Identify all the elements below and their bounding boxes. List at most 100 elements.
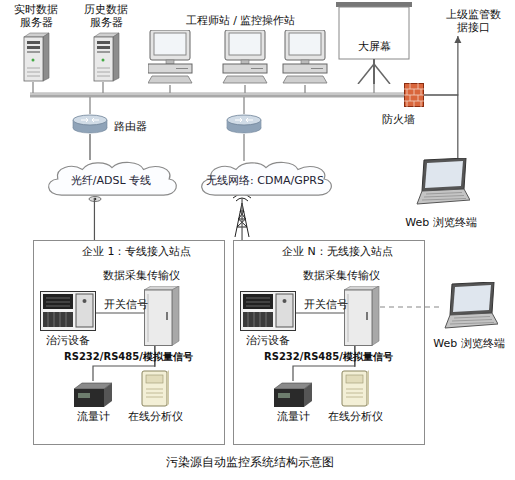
graphic-part (97, 72, 110, 73)
node-label: Web 浏览终端 (405, 216, 476, 229)
connector (380, 307, 440, 308)
graphic-part (283, 76, 327, 83)
graphic-part (223, 76, 267, 83)
graphic-part (97, 68, 110, 69)
graphic-part (72, 114, 108, 134)
arrow-head (454, 36, 461, 43)
graphic-part (246, 298, 270, 306)
graphic-part (450, 282, 494, 315)
graphic-part (425, 161, 463, 188)
signal-label: 开关信号 (104, 298, 148, 311)
graphic-part (244, 85, 246, 93)
graphic-part (73, 115, 107, 125)
graphic-part (311, 68, 323, 69)
graphic-part (342, 371, 367, 406)
connector-line (424, 36, 458, 95)
graphic-part (346, 375, 363, 383)
node-label: 上级监管数据接口 (445, 8, 501, 34)
node-label: 路由器 (114, 120, 147, 133)
node-label: 无线网络: CDMA/GPRS (195, 174, 335, 187)
analyzer-symbol: 在线分析仪 (140, 367, 170, 407)
graphic-part (27, 68, 40, 69)
graphic-part (243, 134, 245, 161)
graphic-part (148, 64, 192, 73)
bus-highlight (30, 93, 404, 95)
graphic-part (229, 33, 261, 55)
graphic-part (48, 312, 66, 327)
graphic-part (46, 298, 70, 306)
router-symbol: 路由器 (72, 114, 108, 134)
node-label: 工程师站 / 监控操作站 (148, 14, 333, 27)
workstation-group: 工程师站 / 监控操作站 (148, 30, 333, 85)
graphic-part (243, 312, 273, 327)
treatment-equipment: 治污设备 (40, 291, 96, 331)
graphic-part (113, 33, 119, 81)
graphic-part (344, 286, 380, 346)
flowmeter-symbol: 流量计 (274, 381, 312, 407)
graphic-part (241, 292, 296, 331)
connector (424, 36, 461, 95)
graphic-part (274, 389, 304, 407)
graphic-part (358, 64, 374, 84)
graphic-part (237, 211, 247, 227)
graphic-part (94, 198, 97, 201)
node-label: 企业 N：无线接入站点 (282, 245, 393, 258)
graphic-part (89, 97, 91, 114)
graphic-part (440, 282, 498, 332)
graphic-part (43, 294, 73, 309)
graphic-part (240, 291, 296, 331)
connector (94, 198, 95, 240)
graphic-part (97, 51, 110, 53)
graphic-part (241, 60, 249, 64)
router-symbol (227, 115, 261, 133)
web-terminal: Web 浏览终端 (412, 158, 470, 208)
graphic-part (278, 393, 290, 398)
connector-line (96, 312, 144, 313)
graphic-part (225, 30, 265, 60)
graphic-part (43, 33, 49, 81)
node-label: 历史数据服务器 (82, 3, 130, 29)
graphic-part (27, 41, 40, 44)
graphic-part (374, 64, 390, 84)
node-label: 实时数据服务器 (12, 3, 60, 29)
graphic-part (140, 367, 170, 407)
graphic-part (146, 375, 163, 383)
graphic-part (235, 203, 249, 237)
graphic-part (304, 383, 312, 407)
graphic-part (223, 30, 267, 83)
graphic-part (336, 2, 412, 7)
graphic-part (405, 84, 424, 107)
graphic-part (373, 59, 375, 84)
graphic-part (148, 76, 192, 83)
graphic-part (32, 59, 35, 62)
graphic-part (74, 381, 112, 407)
graphic-part (74, 389, 104, 407)
graphic-part (144, 286, 180, 346)
signal-label: 开关信号 (304, 298, 348, 311)
graphic-part (274, 381, 312, 407)
graphic-part (276, 294, 293, 327)
node-label: 治污设备 (46, 334, 90, 347)
graphic-part (145, 290, 173, 346)
data-logger-cabinet: 数据采集传输仪 (144, 286, 180, 346)
graphic-part (97, 76, 110, 77)
node-label: 数据采集传输仪 (103, 269, 180, 282)
graphic-part (41, 292, 96, 331)
graphic-part (223, 64, 267, 73)
graphic-part (27, 76, 40, 77)
graphic-part (76, 294, 93, 327)
graphic-part (167, 370, 169, 406)
graphic-part (154, 33, 186, 55)
graphic-part (148, 30, 333, 85)
graphic-part (404, 83, 424, 107)
graphic-part (102, 82, 104, 93)
graphic-part (289, 33, 321, 55)
graphic-part (142, 371, 167, 406)
site-box: 企业 N：无线接入站点数据采集传输仪治污设备流量计在线分析仪 (233, 240, 425, 445)
graphic-part (97, 46, 110, 49)
connector-line (94, 198, 95, 240)
graphic-part (367, 370, 369, 406)
connector-line (241, 198, 242, 240)
graphic-part (169, 85, 171, 93)
graphic-part (166, 312, 168, 320)
